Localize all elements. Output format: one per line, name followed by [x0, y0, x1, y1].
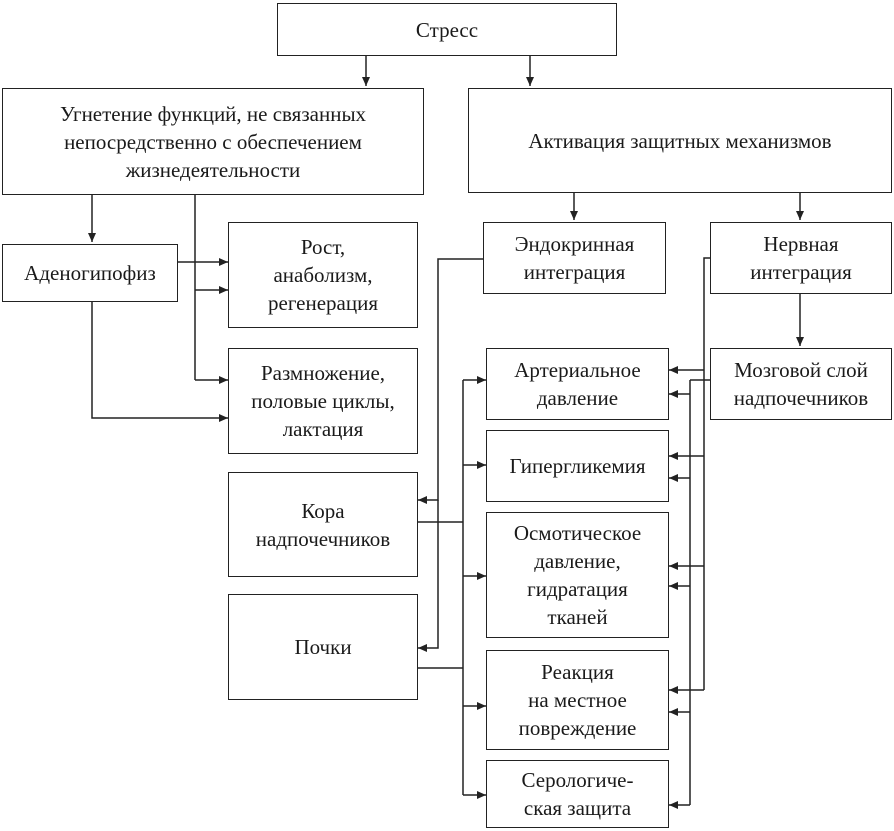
- node-endocrine-integration: Эндокринная интеграция: [483, 222, 666, 294]
- node-activation: Активация защитных механизмов: [468, 88, 892, 193]
- node-reproduction: Размножение, половые циклы, лактация: [228, 348, 418, 454]
- node-serological-defense: Серологиче- ская защита: [486, 760, 669, 828]
- node-arterial-pressure: Артериальное давление: [486, 348, 669, 420]
- node-growth: Рост, анаболизм, регенерация: [228, 222, 418, 328]
- edge-nervous-bus: [703, 257, 710, 690]
- node-stress: Стресс: [277, 3, 617, 56]
- edge-adenohypophysis-reproduction: [91, 302, 228, 422]
- edge-endocrine-cortex: [418, 258, 483, 504]
- node-osmotic-pressure: Осмотическое давление, гидратация тканей: [486, 512, 669, 638]
- node-adrenal-medulla: Мозговой слой надпочечников: [710, 348, 892, 420]
- node-suppression: Угнетение функций, не связанных непосред…: [2, 88, 424, 195]
- node-hyperglycemia: Гипергликемия: [486, 430, 669, 502]
- node-adenohypophysis: Аденогипофиз: [2, 244, 178, 302]
- edge-endocrine-kidneys: [418, 500, 439, 652]
- node-local-damage-reaction: Реакция на местное повреждение: [486, 650, 669, 750]
- node-kidneys: Почки: [228, 594, 418, 700]
- node-adrenal-cortex: Кора надпочечников: [228, 472, 418, 577]
- node-nervous-integration: Нервная интеграция: [710, 222, 892, 294]
